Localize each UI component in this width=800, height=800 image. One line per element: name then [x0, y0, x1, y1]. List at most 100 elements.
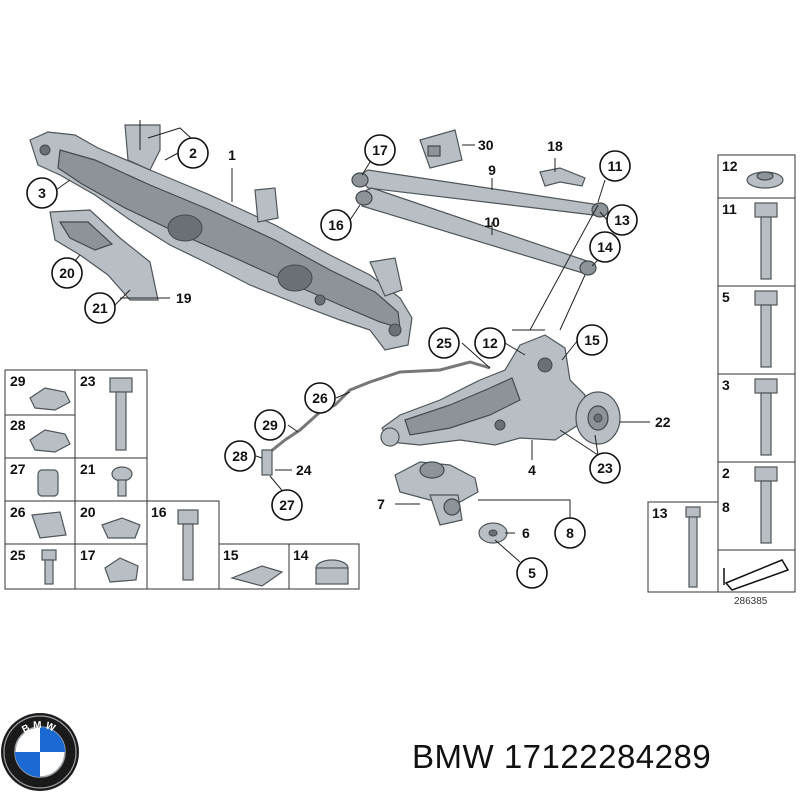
bolt-5-thumb	[754, 290, 778, 368]
table-label-17: 17	[80, 547, 96, 563]
svg-text:17: 17	[372, 142, 388, 158]
svg-text:3: 3	[38, 185, 46, 201]
right-fastener-column: 12 11 5 3 2 8 13 286385	[647, 154, 796, 607]
svg-text:25: 25	[436, 335, 452, 351]
table-label-21: 21	[80, 461, 96, 477]
svg-text:4: 4	[528, 462, 536, 478]
callout-9: 9	[488, 162, 496, 178]
svg-text:13: 13	[614, 212, 630, 228]
svg-text:22: 22	[655, 414, 671, 430]
figure-reference: 286385	[734, 596, 768, 607]
svg-text:28: 28	[232, 448, 248, 464]
svg-text:14: 14	[597, 239, 613, 255]
control-arm-9	[351, 169, 609, 218]
svg-text:1: 1	[228, 147, 236, 163]
callout-28: 28	[224, 440, 256, 472]
rivet-21-thumb	[111, 466, 133, 497]
callout-1: 1	[228, 147, 236, 163]
callout-29: 29	[254, 409, 286, 441]
svg-text:11: 11	[608, 158, 623, 174]
callout-15: 15	[576, 324, 608, 356]
svg-text:23: 23	[597, 460, 613, 476]
part-number: 17122284289	[503, 738, 712, 775]
table-label-29: 29	[10, 373, 26, 389]
table-label-14: 14	[293, 547, 309, 563]
bolt-2-thumb	[754, 466, 778, 544]
table-label-23: 23	[80, 373, 96, 389]
callout-4: 4	[528, 462, 536, 478]
control-arm-10	[355, 187, 597, 276]
table-label-26: 26	[10, 504, 26, 520]
svg-text:15: 15	[584, 332, 600, 348]
column-label-11: 11	[722, 201, 737, 217]
bolt-16-thumb	[177, 509, 199, 581]
callout-13: 13	[606, 204, 638, 236]
table-label-20: 20	[80, 504, 96, 520]
callout-11: 11	[599, 150, 631, 182]
callout-19: 19	[176, 290, 192, 306]
left-fastener-table: 29 23 28 27 21 26 20 16 25 17 15 14	[4, 369, 360, 590]
clip-26-thumb	[31, 511, 67, 539]
bolt-25-thumb	[41, 549, 57, 585]
wheel-carrier	[380, 334, 586, 447]
callout-6: 6	[522, 525, 530, 541]
wheel-hub	[575, 391, 621, 445]
callout-22: 22	[655, 414, 671, 430]
brand-name: BMW	[412, 738, 495, 775]
svg-text:20: 20	[59, 265, 75, 281]
column-label-13: 13	[652, 505, 668, 521]
nut-20-thumb	[101, 517, 141, 539]
bolt-23-thumb	[109, 377, 133, 451]
bolt-11-thumb	[754, 202, 778, 280]
table-label-16: 16	[151, 504, 167, 520]
column-label-5: 5	[722, 289, 730, 305]
callout-25: 25	[428, 327, 460, 359]
table-label-28: 28	[10, 417, 26, 433]
column-label-3: 3	[722, 377, 730, 393]
callout-3: 3	[26, 177, 58, 209]
nut-12-thumb	[746, 171, 784, 189]
table-label-27: 27	[10, 461, 26, 477]
nut-17-thumb	[104, 557, 139, 583]
bracket-18	[539, 167, 586, 187]
arrow-symbol-icon	[723, 559, 790, 591]
bushing-14-thumb	[315, 559, 349, 585]
nut-15-thumb	[230, 565, 284, 587]
bmw-logo: BMW	[1, 713, 79, 791]
sensor-cable	[261, 360, 491, 476]
callout-24: 24	[296, 462, 312, 478]
svg-text:26: 26	[312, 390, 328, 406]
clip-28-thumb	[29, 429, 71, 453]
callout-18: 18	[547, 138, 563, 154]
washer	[478, 522, 508, 544]
callout-30: 30	[478, 137, 494, 153]
column-label-8: 8	[722, 499, 730, 515]
rubber-mount-30	[419, 129, 463, 169]
callout-12: 12	[474, 327, 506, 359]
callout-5: 5	[516, 557, 548, 589]
lower-bracket	[394, 461, 479, 526]
table-label-15: 15	[223, 547, 239, 563]
svg-text:19: 19	[176, 290, 192, 306]
callout-16: 16	[320, 209, 352, 241]
bolt-13-thumb	[685, 506, 701, 588]
svg-text:9: 9	[488, 162, 496, 178]
callout-23: 23	[589, 452, 621, 484]
brand-and-part-number: BMW 17122284289	[412, 738, 711, 776]
svg-text:8: 8	[566, 525, 574, 541]
callout-20: 20	[51, 257, 83, 289]
svg-text:7: 7	[377, 496, 385, 512]
svg-text:5: 5	[528, 565, 536, 581]
callout-2: 2	[177, 137, 209, 169]
clip-27-thumb	[37, 469, 59, 497]
svg-text:29: 29	[262, 417, 278, 433]
svg-text:10: 10	[484, 214, 500, 230]
callout-26: 26	[304, 382, 336, 414]
callout-7: 7	[377, 496, 385, 512]
callout-21: 21	[84, 292, 116, 324]
callout-27: 27	[271, 489, 303, 521]
svg-text:21: 21	[92, 300, 108, 316]
svg-text:27: 27	[279, 497, 295, 513]
svg-text:16: 16	[328, 217, 344, 233]
column-label-2: 2	[722, 465, 730, 481]
